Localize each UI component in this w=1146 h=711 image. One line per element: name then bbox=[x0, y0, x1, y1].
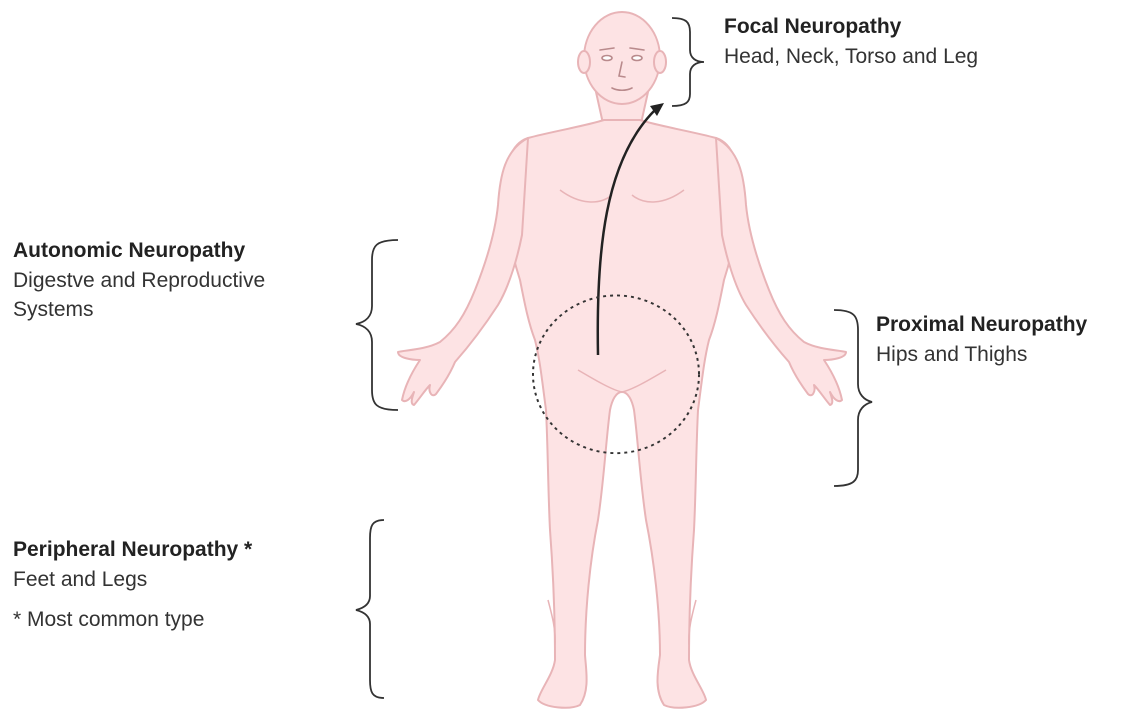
peripheral-label: Peripheral Neuropathy * Feet and Legs * … bbox=[13, 536, 252, 633]
proximal-description: Hips and Thighs bbox=[876, 338, 1087, 371]
autonomic-label: Autonomic Neuropathy Digestve and Reprod… bbox=[13, 237, 265, 323]
autonomic-title: Autonomic Neuropathy bbox=[13, 237, 265, 264]
autonomic-description-line2: Systems bbox=[13, 297, 265, 323]
curly-bracket-peripheral bbox=[356, 520, 384, 698]
curly-bracket-autonomic bbox=[356, 240, 398, 410]
peripheral-title: Peripheral Neuropathy * bbox=[13, 536, 252, 563]
autonomic-description-line1: Digestve and Reproductive bbox=[13, 264, 265, 297]
proximal-label: Proximal Neuropathy Hips and Thighs bbox=[876, 311, 1087, 371]
peripheral-description: Feet and Legs bbox=[13, 563, 252, 596]
focal-label: Focal Neuropathy Head, Neck, Torso and L… bbox=[724, 13, 978, 73]
focal-title: Focal Neuropathy bbox=[724, 13, 978, 40]
proximal-title: Proximal Neuropathy bbox=[876, 311, 1087, 338]
curly-bracket-focal bbox=[672, 18, 704, 106]
human-body-figure bbox=[398, 12, 846, 708]
focal-description: Head, Neck, Torso and Leg bbox=[724, 40, 978, 73]
peripheral-note: * Most common type bbox=[13, 606, 252, 633]
